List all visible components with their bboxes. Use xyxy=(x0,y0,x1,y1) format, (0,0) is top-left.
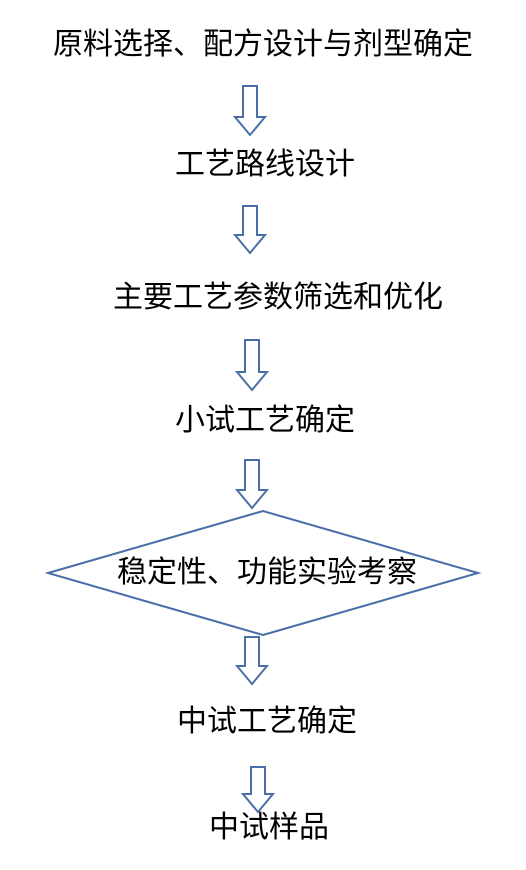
step-process-route-design: 工艺路线设计 xyxy=(175,147,355,182)
step-parameter-optimization: 主要工艺参数筛选和优化 xyxy=(113,280,443,315)
step-lab-scale-process: 小试工艺确定 xyxy=(175,403,355,438)
down-arrow-icon xyxy=(232,85,268,137)
step-pilot-sample: 中试样品 xyxy=(209,810,329,845)
down-arrow-icon xyxy=(232,205,268,255)
down-arrow-icon xyxy=(234,636,270,686)
decision-stability-function-test: 稳定性、功能实验考察 xyxy=(117,555,417,590)
step-raw-material-formulation: 原料选择、配方设计与剂型确定 xyxy=(53,27,473,62)
decision-diamond xyxy=(44,509,482,637)
down-arrow-icon xyxy=(234,339,270,392)
down-arrow-icon xyxy=(234,459,270,510)
down-arrow-icon xyxy=(240,766,276,814)
step-pilot-process: 中试工艺确定 xyxy=(177,704,357,739)
